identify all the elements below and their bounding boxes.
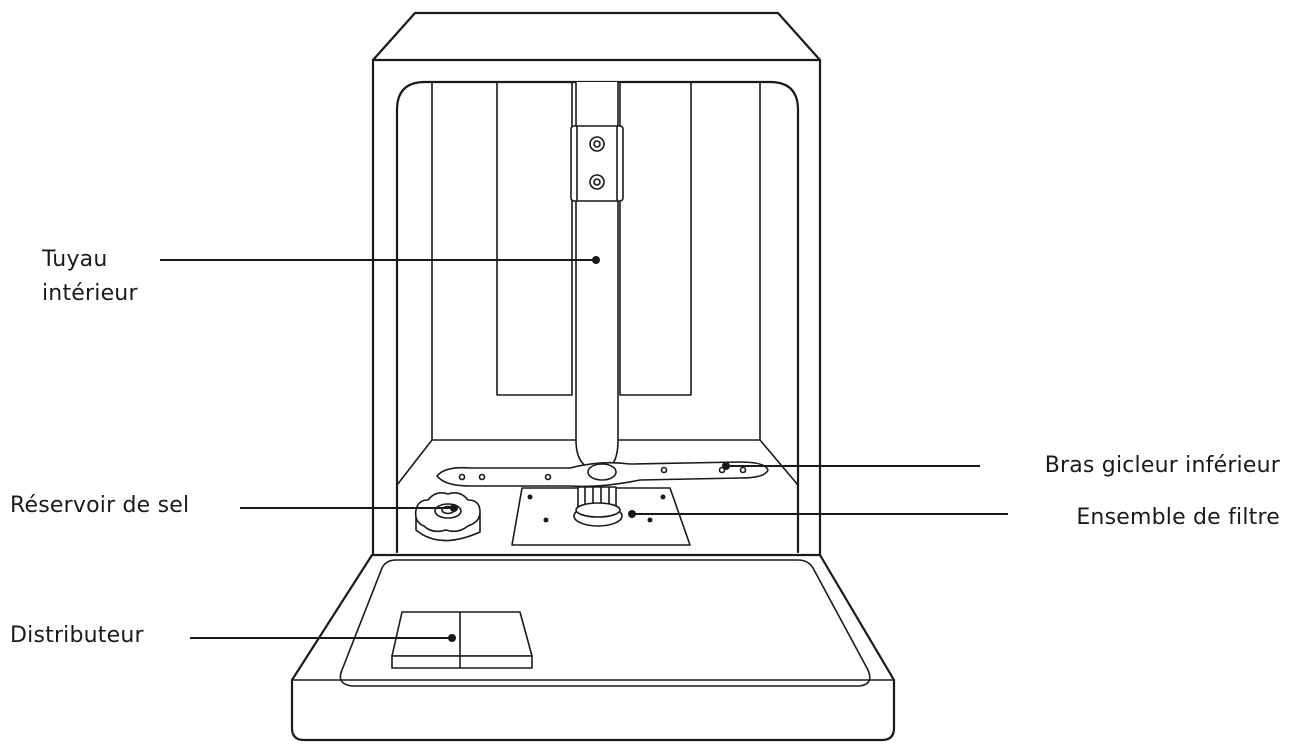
pipe-bracket bbox=[570, 125, 624, 202]
label-lower-spray-arm: Bras gicleur inférieur bbox=[1044, 453, 1280, 478]
plate-screw-4 bbox=[647, 517, 653, 523]
label-dispenser: Distributeur bbox=[10, 623, 144, 648]
door-inner-panel bbox=[339, 559, 871, 687]
label-filter-assembly: Ensemble de filtre bbox=[1076, 505, 1280, 530]
spray-hole-6 bbox=[739, 466, 747, 474]
tub-back-bottom-left bbox=[396, 439, 433, 486]
right-rail bbox=[619, 81, 692, 396]
spray-hole-4 bbox=[660, 466, 668, 474]
spray-hole-1 bbox=[458, 473, 466, 481]
bracket-hole-bottom-inner bbox=[593, 178, 601, 186]
bracket-hole-top bbox=[589, 136, 605, 152]
label-inner-pipe-line1: Tuyau bbox=[42, 247, 108, 272]
dispenser-front bbox=[391, 655, 533, 669]
plate-screw-3 bbox=[543, 517, 549, 523]
leader-dot-dispenser bbox=[448, 634, 456, 642]
filter-ribs bbox=[584, 487, 610, 507]
leader-dot-spray-arm bbox=[722, 462, 730, 470]
filter-plate bbox=[511, 487, 691, 546]
label-inner-pipe-line2: intérieur bbox=[42, 281, 138, 306]
left-rail bbox=[496, 81, 573, 396]
spray-arm-hub bbox=[587, 463, 617, 481]
label-salt-reservoir: Réservoir de sel bbox=[10, 493, 190, 518]
cabinet-top bbox=[371, 11, 822, 557]
plate-screw-1 bbox=[527, 494, 533, 500]
leader-dot-inner-pipe bbox=[592, 256, 600, 264]
bracket-hole-bottom bbox=[589, 174, 605, 190]
pipe-bracket-edge bbox=[576, 126, 618, 201]
dispenser-top bbox=[391, 611, 533, 657]
bracket-hole-top-inner bbox=[593, 140, 601, 148]
plate-screw-2 bbox=[660, 494, 666, 500]
spray-hole-2 bbox=[478, 473, 486, 481]
tub-back-bottom-right bbox=[759, 439, 799, 486]
filter-top bbox=[575, 502, 621, 518]
door-outline bbox=[290, 553, 896, 742]
leader-dot-filter bbox=[628, 510, 636, 518]
spray-hole-5 bbox=[718, 466, 726, 474]
spray-hole-3 bbox=[544, 473, 552, 481]
leader-dot-salt bbox=[450, 504, 458, 512]
